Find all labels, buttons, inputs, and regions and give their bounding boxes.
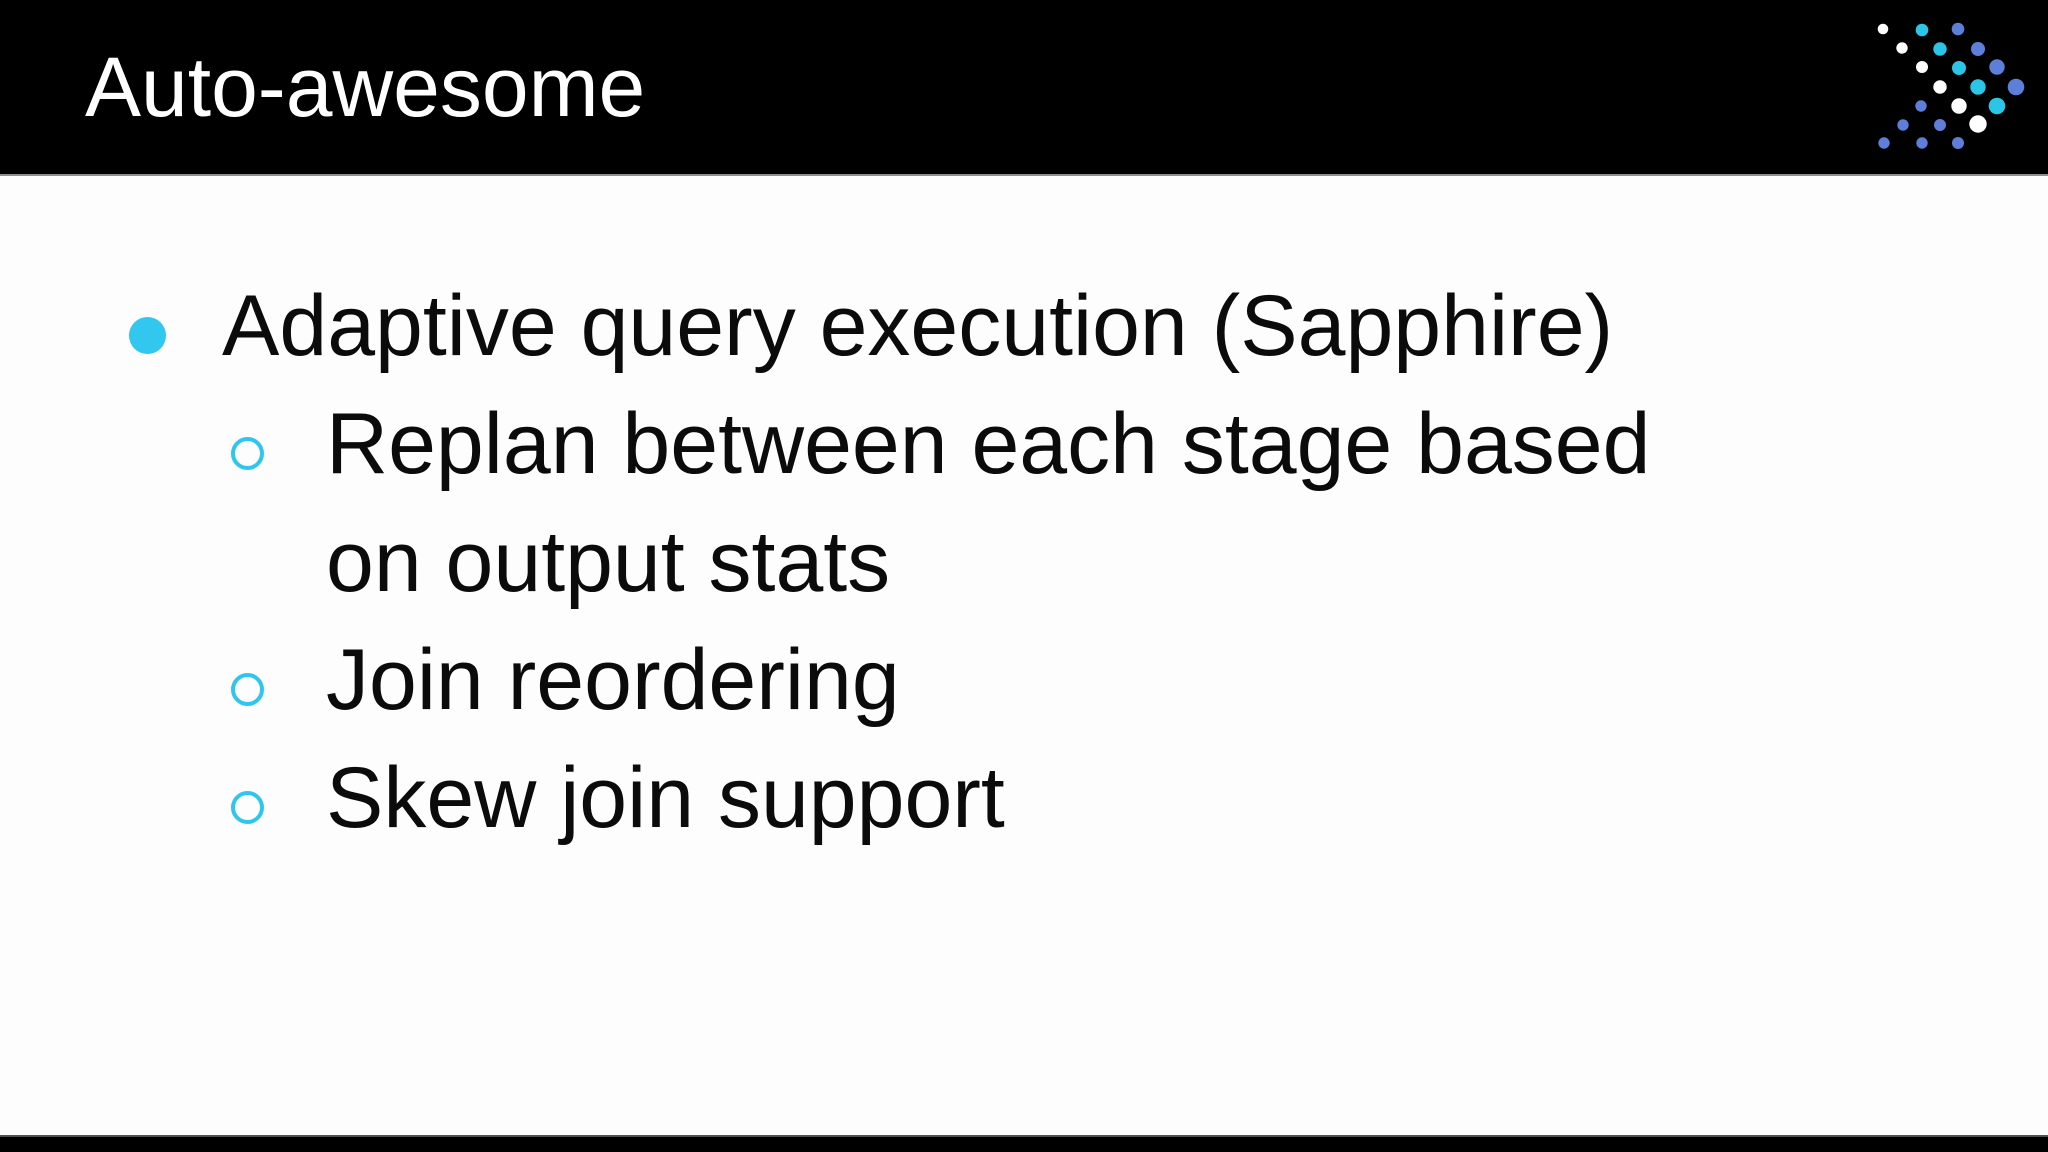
bullet-text: Join reordering	[326, 632, 900, 728]
list-item: Replan between each stage based on outpu…	[0, 385, 2048, 621]
bottom-bar	[0, 1135, 2048, 1152]
slide-header: Auto-awesome	[0, 0, 2048, 176]
dot-matrix-chevron-logo-icon	[1877, 22, 2025, 149]
bullet-text: Replan between each stage based on outpu…	[326, 396, 1651, 610]
list-item: Join reordering	[0, 621, 2048, 739]
bullet-text: Adaptive query execution (Sapphire)	[222, 278, 1614, 374]
list-item: Adaptive query execution (Sapphire)	[0, 267, 2048, 385]
hollow-bullet-icon	[231, 673, 264, 706]
bullet-list: Adaptive query execution (Sapphire) Repl…	[0, 267, 2048, 857]
list-item: Skew join support	[0, 739, 2048, 857]
page-title: Auto-awesome	[85, 39, 646, 134]
filled-bullet-icon	[129, 317, 166, 354]
hollow-bullet-icon	[231, 437, 264, 470]
hollow-bullet-icon	[231, 791, 264, 824]
bullet-text: Skew join support	[326, 750, 1005, 846]
